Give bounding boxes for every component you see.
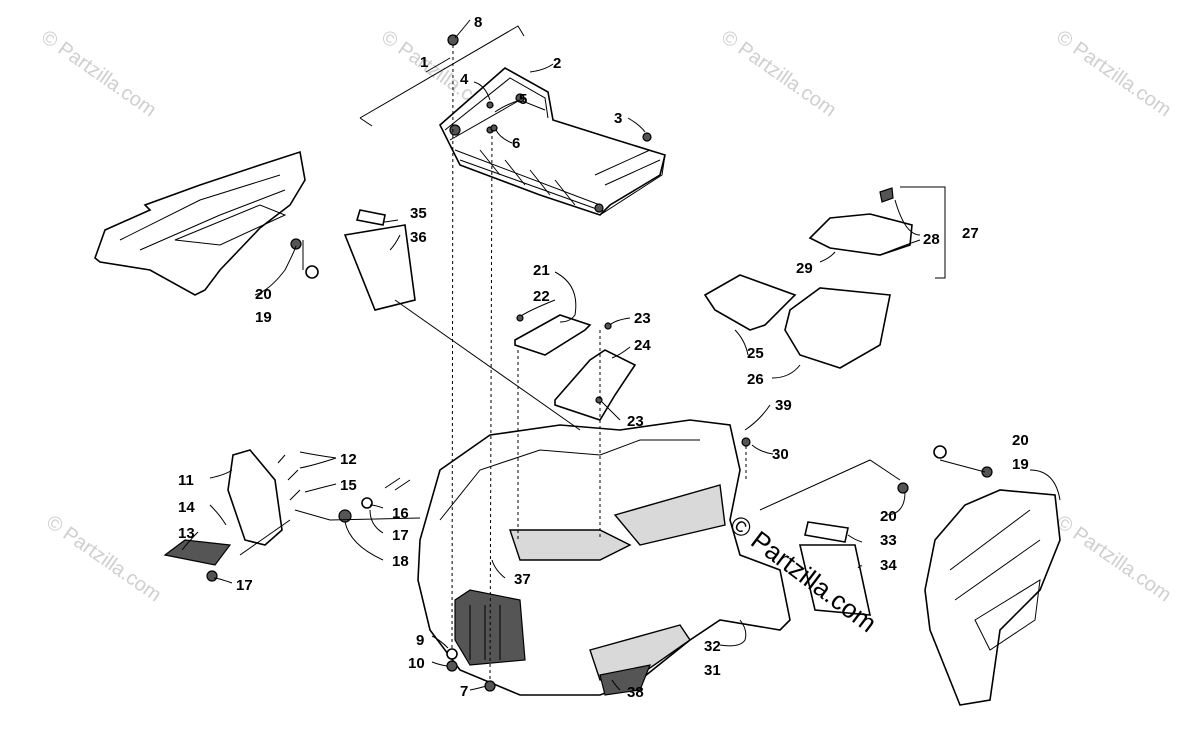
callout-label: 9	[416, 632, 424, 649]
callout-label: 31	[704, 662, 721, 679]
callout-label: 17	[236, 577, 253, 594]
callout-label: 33	[880, 532, 897, 549]
callout-label: 8	[474, 14, 482, 31]
panel-21	[514, 314, 592, 356]
decals-33-34	[798, 521, 872, 616]
leader-lines	[181, 19, 1061, 691]
callout-label: 19	[255, 309, 272, 326]
watermark-text: © Partzilla.com	[717, 26, 840, 121]
callout-label: 5	[519, 91, 527, 108]
deflector-24	[554, 349, 637, 421]
callout-label: 10	[408, 655, 425, 672]
callout-label: 28	[923, 231, 940, 248]
callout-label: 24	[634, 337, 651, 354]
callout-label: 27	[962, 225, 979, 242]
callout-label: 2	[553, 55, 561, 72]
hardware	[290, 34, 993, 692]
front-rack	[439, 67, 666, 216]
callout-label: 21	[533, 262, 550, 279]
callout-label: 12	[340, 451, 357, 468]
callout-label: 20	[255, 286, 272, 303]
callout-label: 23	[634, 310, 651, 327]
callout-label: 34	[880, 557, 897, 574]
callout-label: 3	[614, 110, 622, 127]
callout-label: 20	[880, 508, 897, 525]
callout-label: 18	[392, 553, 409, 570]
decals-35-36	[343, 209, 416, 311]
callout-label: 32	[704, 638, 721, 655]
callout-label: 14	[178, 499, 195, 516]
callout-label: 25	[747, 345, 764, 362]
callout-label: 23	[627, 413, 644, 430]
lid-assembly-27	[808, 186, 946, 279]
callout-label: 11	[178, 472, 194, 489]
front-fender	[417, 419, 791, 696]
callout-label: 35	[410, 205, 427, 222]
callout-label: 29	[796, 260, 813, 277]
watermark-text: © Partzilla.com	[37, 26, 160, 121]
tray-25	[703, 274, 797, 331]
callout-label: 22	[533, 288, 550, 305]
callout-label: 37	[514, 571, 531, 588]
callout-label: 13	[178, 525, 195, 542]
callout-label: 1	[420, 54, 428, 71]
watermark-text: © Partzilla.com	[1052, 511, 1175, 606]
watermark-text: © Partzilla.com	[42, 511, 165, 606]
callout-label: 17	[392, 527, 409, 544]
storage-box-26	[784, 287, 891, 369]
callout-labels: 1 2 3 4 5 6 7 8 9 10 11 12 13 14 15 16 1…	[178, 14, 1029, 701]
headlight-11	[163, 449, 421, 582]
assembly-lines	[239, 44, 986, 681]
callout-label: 6	[512, 135, 520, 152]
watermark-text: © Partzilla.com	[1052, 26, 1175, 121]
callout-label: 15	[340, 477, 357, 494]
callout-label: 30	[772, 446, 789, 463]
right-splash-panel	[924, 489, 1061, 706]
callout-label: 4	[460, 71, 469, 88]
bracket-1	[359, 25, 525, 127]
callout-label: 19	[1012, 456, 1029, 473]
callout-label: 36	[410, 229, 427, 246]
callout-label: 7	[460, 683, 468, 700]
callout-label: 16	[392, 505, 409, 522]
callout-label: 38	[627, 684, 644, 701]
callout-label: 26	[747, 371, 764, 388]
callout-label: 20	[1012, 432, 1029, 449]
left-splash-panel	[94, 150, 306, 296]
callout-label: 39	[775, 397, 792, 414]
